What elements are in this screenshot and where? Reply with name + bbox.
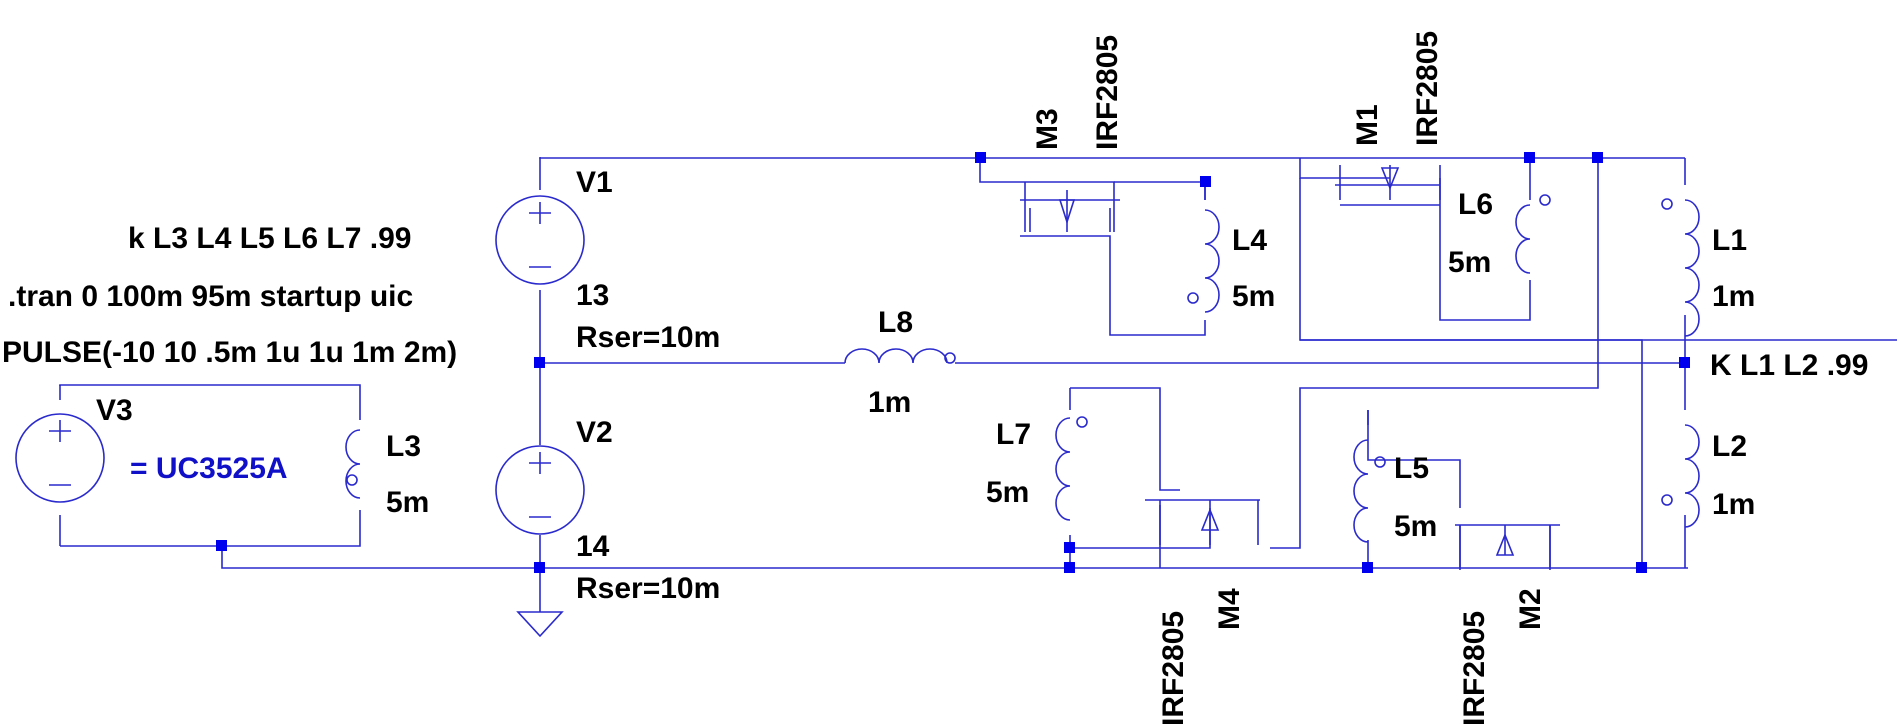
inductor-l2[interactable] [1661, 424, 1700, 528]
coupling-directive-output: K L1 L2 .99 [1710, 349, 1868, 382]
inductor-l5[interactable] [1353, 439, 1386, 543]
l6-value: 5m [1448, 246, 1491, 279]
l4-value: 5m [1232, 280, 1275, 313]
coupling-directive-main: k L3 L4 L5 L6 L7 .99 [128, 222, 411, 255]
m4-model: IRF2805 [1157, 611, 1190, 726]
v2-name: V2 [576, 416, 613, 449]
l2-value: 1m [1712, 488, 1755, 521]
l4-name: L4 [1232, 224, 1267, 257]
inductor-l3[interactable] [345, 429, 361, 499]
inductor-l8[interactable] [844, 348, 956, 364]
v3-value: = UC3525A [130, 452, 288, 485]
l8-name: L8 [878, 306, 913, 339]
mosfet-m3[interactable] [1020, 190, 1120, 232]
l5-name: L5 [1394, 452, 1429, 485]
mosfet-m4[interactable] [1145, 499, 1260, 545]
l2-name: L2 [1712, 430, 1747, 463]
m3-name: M3 [1031, 108, 1064, 150]
m1-name: M1 [1351, 104, 1384, 146]
m3-model: IRF2805 [1091, 35, 1124, 150]
wires [59, 157, 1897, 612]
v1-rser: Rser=10m [576, 321, 720, 354]
v2-rser: Rser=10m [576, 572, 720, 605]
l8-value: 1m [868, 386, 911, 419]
l7-name: L7 [996, 418, 1031, 451]
inductor-l6[interactable] [1515, 194, 1551, 274]
l6-name: L6 [1458, 188, 1493, 221]
v3-name: V3 [96, 394, 133, 427]
v2-value: 14 [576, 530, 610, 563]
v1-name: V1 [576, 166, 613, 199]
mosfet-m1[interactable] [1335, 165, 1441, 200]
v1-value: 13 [576, 279, 609, 312]
source-v1[interactable] [495, 195, 585, 285]
inductor-l4[interactable] [1187, 209, 1220, 313]
junctions [216, 152, 1690, 573]
inductor-l7[interactable] [1055, 416, 1088, 521]
l7-value: 5m [986, 476, 1029, 509]
source-v3[interactable] [15, 413, 105, 503]
l1-value: 1m [1712, 280, 1755, 313]
source-v2[interactable] [495, 445, 585, 535]
l1-name: L1 [1712, 224, 1747, 257]
m2-name: M2 [1514, 588, 1547, 630]
m2-model: IRF2805 [1458, 611, 1491, 726]
l3-name: L3 [386, 430, 421, 463]
inductor-l1[interactable] [1661, 198, 1700, 337]
mosfet-m2[interactable] [1455, 524, 1560, 570]
pulse-directive: PULSE(-10 10 .5m 1u 1u 1m 2m) [2, 336, 457, 369]
ground-symbol [516, 611, 564, 638]
tran-directive: .tran 0 100m 95m startup uic [8, 280, 413, 313]
l3-value: 5m [386, 486, 429, 519]
m4-name: M4 [1213, 588, 1246, 630]
m1-model: IRF2805 [1411, 31, 1444, 146]
l5-value: 5m [1394, 510, 1437, 543]
